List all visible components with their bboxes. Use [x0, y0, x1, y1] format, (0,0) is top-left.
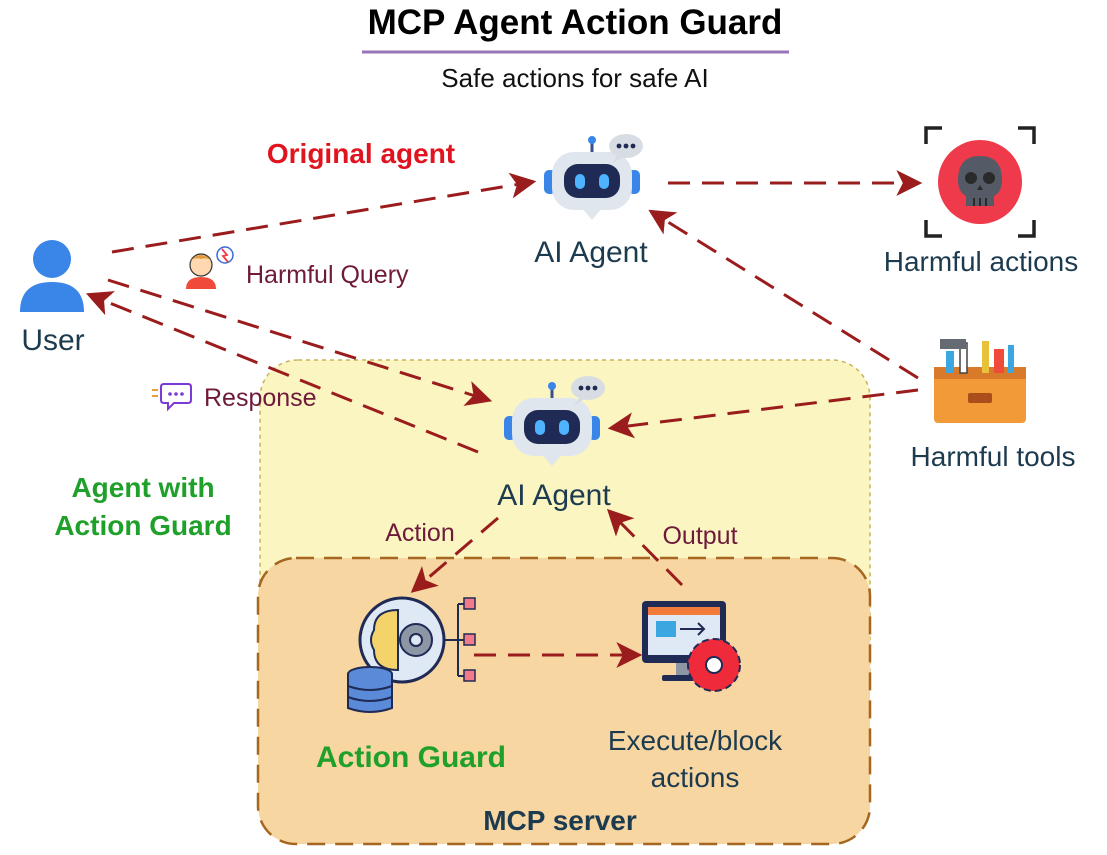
mcp-server-label: MCP server — [483, 805, 637, 836]
arrow-user-to-agent-top — [111, 172, 537, 254]
agent-with-label-line1: Agent with — [71, 472, 214, 503]
harmful-query-label: Harmful Query — [246, 261, 409, 289]
speech-bubble-icon — [571, 376, 605, 406]
frustrated-person-icon — [186, 246, 234, 289]
arrow-tools-to-agent-top — [648, 209, 919, 380]
user-icon — [20, 240, 84, 312]
toolbox-icon — [934, 339, 1026, 423]
agent-top-label: AI Agent — [534, 236, 648, 269]
robot-icon — [544, 136, 640, 220]
execute-label-line1: Execute/block — [608, 725, 783, 756]
agent-mid-label: AI Agent — [497, 479, 611, 512]
title: MCP Agent Action Guard — [368, 3, 783, 42]
speech-bubble-icon — [609, 134, 643, 164]
output-label: Output — [662, 522, 737, 550]
skull-icon — [924, 126, 1036, 238]
action-guard-label: Action Guard — [316, 741, 506, 774]
original-agent-label: Original agent — [267, 138, 455, 169]
chat-icon — [152, 383, 192, 412]
monitor-gear-icon — [642, 601, 741, 692]
arrow-execute-to-agent — [606, 508, 684, 587]
arrow-agent-to-guard — [410, 516, 499, 593]
harmful-actions-label: Harmful actions — [884, 246, 1079, 277]
robot-icon — [504, 382, 600, 466]
arrow-agent-mid-to-user — [85, 291, 479, 454]
action-label: Action — [385, 519, 454, 547]
agent-with-label-line2: Action Guard — [54, 510, 231, 541]
harmful-tools-label: Harmful tools — [911, 441, 1076, 472]
arrow-tools-to-agent-mid — [607, 388, 919, 439]
user-label: User — [21, 324, 84, 357]
response-label: Response — [204, 384, 317, 412]
execute-label-line2: actions — [651, 762, 740, 793]
brain-gear-database-icon — [347, 596, 476, 713]
subtitle: Safe actions for safe AI — [441, 63, 708, 93]
